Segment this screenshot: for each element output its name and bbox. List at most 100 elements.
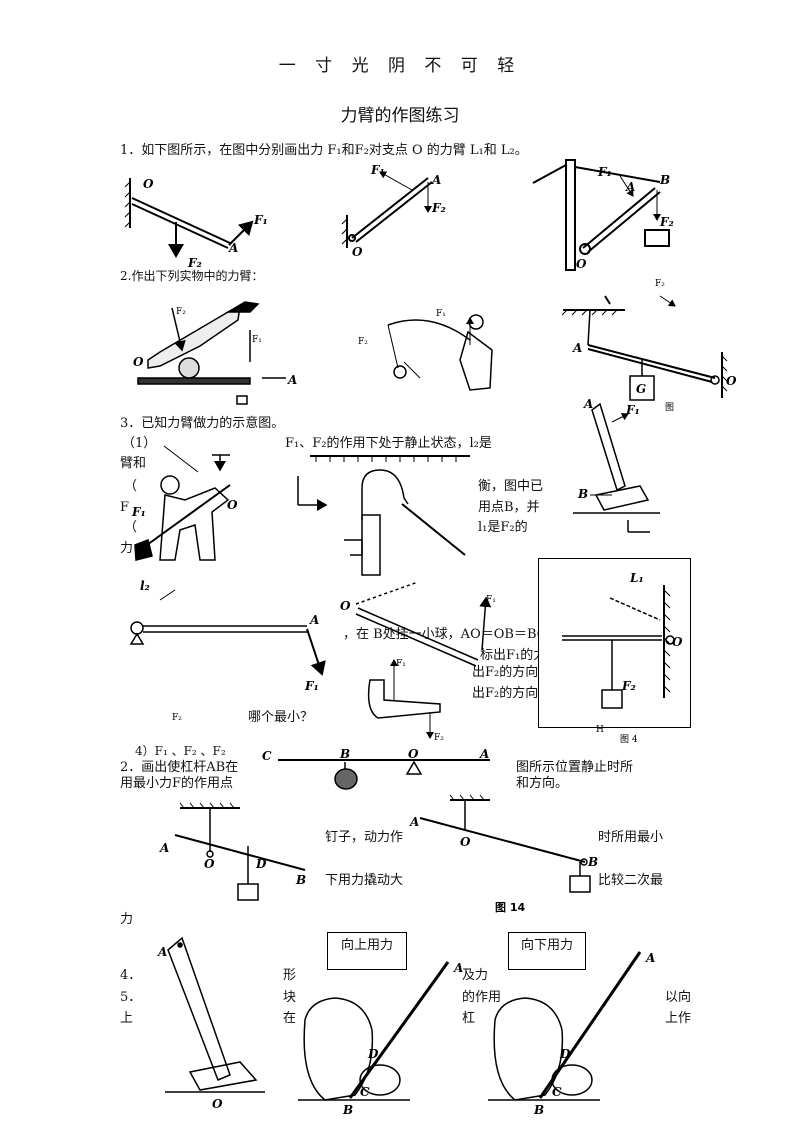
question-7-l4: 4． bbox=[120, 968, 142, 983]
q2-lever-a: A bbox=[572, 341, 582, 355]
document-title: 力臂的作图练习 bbox=[340, 106, 460, 126]
q2-lever-f2: F₂ bbox=[655, 279, 665, 289]
q1-figure-3-crane bbox=[532, 159, 670, 271]
q5-label-o: O bbox=[408, 747, 419, 761]
box-downward-force: 向下用力 bbox=[508, 932, 586, 970]
q4-inclined-rod bbox=[355, 581, 492, 667]
q4-forearm bbox=[367, 659, 441, 739]
q7r2-label-d: D bbox=[559, 1047, 571, 1061]
question-7-l6: 上 bbox=[120, 1011, 134, 1026]
q3-man-o: O bbox=[227, 498, 238, 512]
question-6-left: 力 bbox=[120, 912, 134, 927]
question-3-line3b: 衡，图中已 bbox=[478, 479, 544, 494]
question-5-right: 图所示位置静止时所 bbox=[516, 760, 634, 775]
figure-4-l1: L₁ bbox=[629, 571, 644, 585]
question-7-l6rr: 上作 bbox=[665, 1011, 692, 1026]
question-3-line5b: l₁是F₂的 bbox=[478, 520, 528, 535]
q7r2-label-b: B bbox=[533, 1103, 544, 1117]
q7r1-label-d: D bbox=[367, 1047, 379, 1061]
q7r1-label-a: A bbox=[453, 961, 463, 975]
q4-label-l2: l₂ bbox=[140, 579, 150, 593]
q7-claw-hammer bbox=[165, 936, 265, 1093]
question-7-l5rr: 以向 bbox=[665, 990, 692, 1005]
question-7-l6m: 在 bbox=[283, 1011, 297, 1026]
q7r2-label-a: A bbox=[645, 951, 655, 965]
question-3-line2: 臂和 bbox=[120, 456, 147, 471]
q4-arm-f2: F₂ bbox=[434, 733, 444, 743]
q6-hanging-lever-left bbox=[174, 802, 306, 901]
question-3-line3: （ bbox=[124, 479, 138, 494]
q1f2-label-f2: F₂ bbox=[431, 201, 446, 215]
q1-figure-1-lever bbox=[124, 178, 254, 258]
q6l-label-a: A bbox=[159, 841, 169, 855]
q6r-label-b: B bbox=[587, 855, 598, 869]
question-7-l5: 5． bbox=[120, 990, 142, 1005]
q2-cutter-f1: F₁ bbox=[252, 335, 262, 345]
q2-cutter-f2: F₂ bbox=[176, 307, 186, 317]
q2-paper-cutter bbox=[137, 301, 286, 405]
q5-label-c: C bbox=[262, 749, 272, 763]
question-5-left: 2．画出使杠杆AB在 bbox=[120, 760, 239, 775]
q4-label-a: A bbox=[309, 613, 319, 627]
question-3-line4b: 用点B，并 bbox=[478, 500, 540, 515]
figure-4-diagram bbox=[562, 585, 675, 709]
question-7-l4m: 形 bbox=[283, 968, 297, 983]
q6r-label-a: A bbox=[409, 815, 419, 829]
q1f1-label-o: O bbox=[143, 177, 154, 191]
question-4-mid1: ，在 B处挂一小球，AO＝OB＝BC， bbox=[343, 627, 560, 642]
q3-hammer-fig: 图 bbox=[665, 402, 674, 413]
q3-hammer-b: B bbox=[577, 487, 588, 501]
q6-hanging-lever-right bbox=[419, 794, 591, 893]
box-downward-force-label: 向下用力 bbox=[520, 938, 573, 953]
question-5-right2: 和方向。 bbox=[516, 776, 569, 791]
q3-water-pump bbox=[297, 455, 470, 576]
question-4-mid3: 出F₂的方向 bbox=[472, 665, 539, 680]
question-3-line6: 力 bbox=[120, 541, 134, 556]
q2-cutter-a: A bbox=[287, 373, 297, 387]
q1f1-label-f2: F₂ bbox=[187, 256, 202, 270]
q7r2-label-c: C bbox=[552, 1085, 562, 1099]
q1f3-label-o: O bbox=[576, 257, 587, 271]
q3-hammer bbox=[573, 402, 660, 533]
box-upward-force: 向上用力 bbox=[327, 932, 407, 970]
question-2-text: 2.作出下列实物中的力臂： bbox=[120, 269, 264, 283]
q4-arm-f1: F₁ bbox=[396, 659, 406, 669]
q4-label-f1: F₁ bbox=[304, 679, 319, 693]
question-6-right2: 比较二次最 bbox=[598, 873, 664, 888]
q4-small-f2: F₂ bbox=[172, 713, 182, 723]
question-3-line5: （ bbox=[124, 520, 138, 535]
q1f3-label-a: A bbox=[625, 180, 635, 194]
q1f1-label-f1: F₁ bbox=[253, 213, 268, 227]
question-3-line4: F bbox=[120, 500, 130, 515]
question-6-right: 时所用最小 bbox=[598, 830, 664, 845]
question-7-l5r: 的作用 bbox=[462, 990, 502, 1005]
q6l-label-o: O bbox=[204, 857, 215, 871]
q4-lever-l2 bbox=[129, 589, 326, 676]
question-6-mid: 钉子，动力作 bbox=[325, 830, 404, 845]
page-motto: 一 寸 光 阴 不 可 轻 bbox=[278, 56, 522, 76]
q3-shovel-man bbox=[134, 445, 231, 561]
q7-rock-lever-up bbox=[298, 961, 450, 1101]
q7-hammer-a: A bbox=[157, 945, 167, 959]
question-4-mid2: 标出F₁的力 bbox=[480, 648, 547, 663]
question-3-text: 3．已知力臂做力的示意图。 bbox=[120, 416, 285, 431]
figure-14-caption: 图 14 bbox=[495, 901, 525, 914]
question-5-left2: 用最小力F的作用点 bbox=[120, 776, 234, 791]
q7r1-label-c: C bbox=[360, 1085, 370, 1099]
q1f2-label-f1: F₁ bbox=[370, 163, 385, 177]
q2-fish-f1: F₁ bbox=[436, 309, 446, 319]
q6l-label-d: D bbox=[255, 857, 267, 871]
q7r1-label-b: B bbox=[342, 1103, 353, 1117]
q3-man-f1: F₁ bbox=[131, 505, 146, 519]
q3-hammer-a: A bbox=[583, 397, 593, 411]
q6r-label-o: O bbox=[460, 835, 471, 849]
q1f1-label-a: A bbox=[228, 241, 238, 255]
figure-4-o: O bbox=[672, 635, 683, 649]
figure-4-caption: 图 4 bbox=[620, 734, 638, 745]
q2-fish-f2: F₂ bbox=[358, 337, 368, 347]
figure-4-f2: F₂ bbox=[621, 679, 636, 693]
q5-label-b: B bbox=[339, 747, 350, 761]
q7-rock-lever-down bbox=[488, 951, 642, 1101]
question-3-line1: （1） bbox=[122, 436, 157, 451]
